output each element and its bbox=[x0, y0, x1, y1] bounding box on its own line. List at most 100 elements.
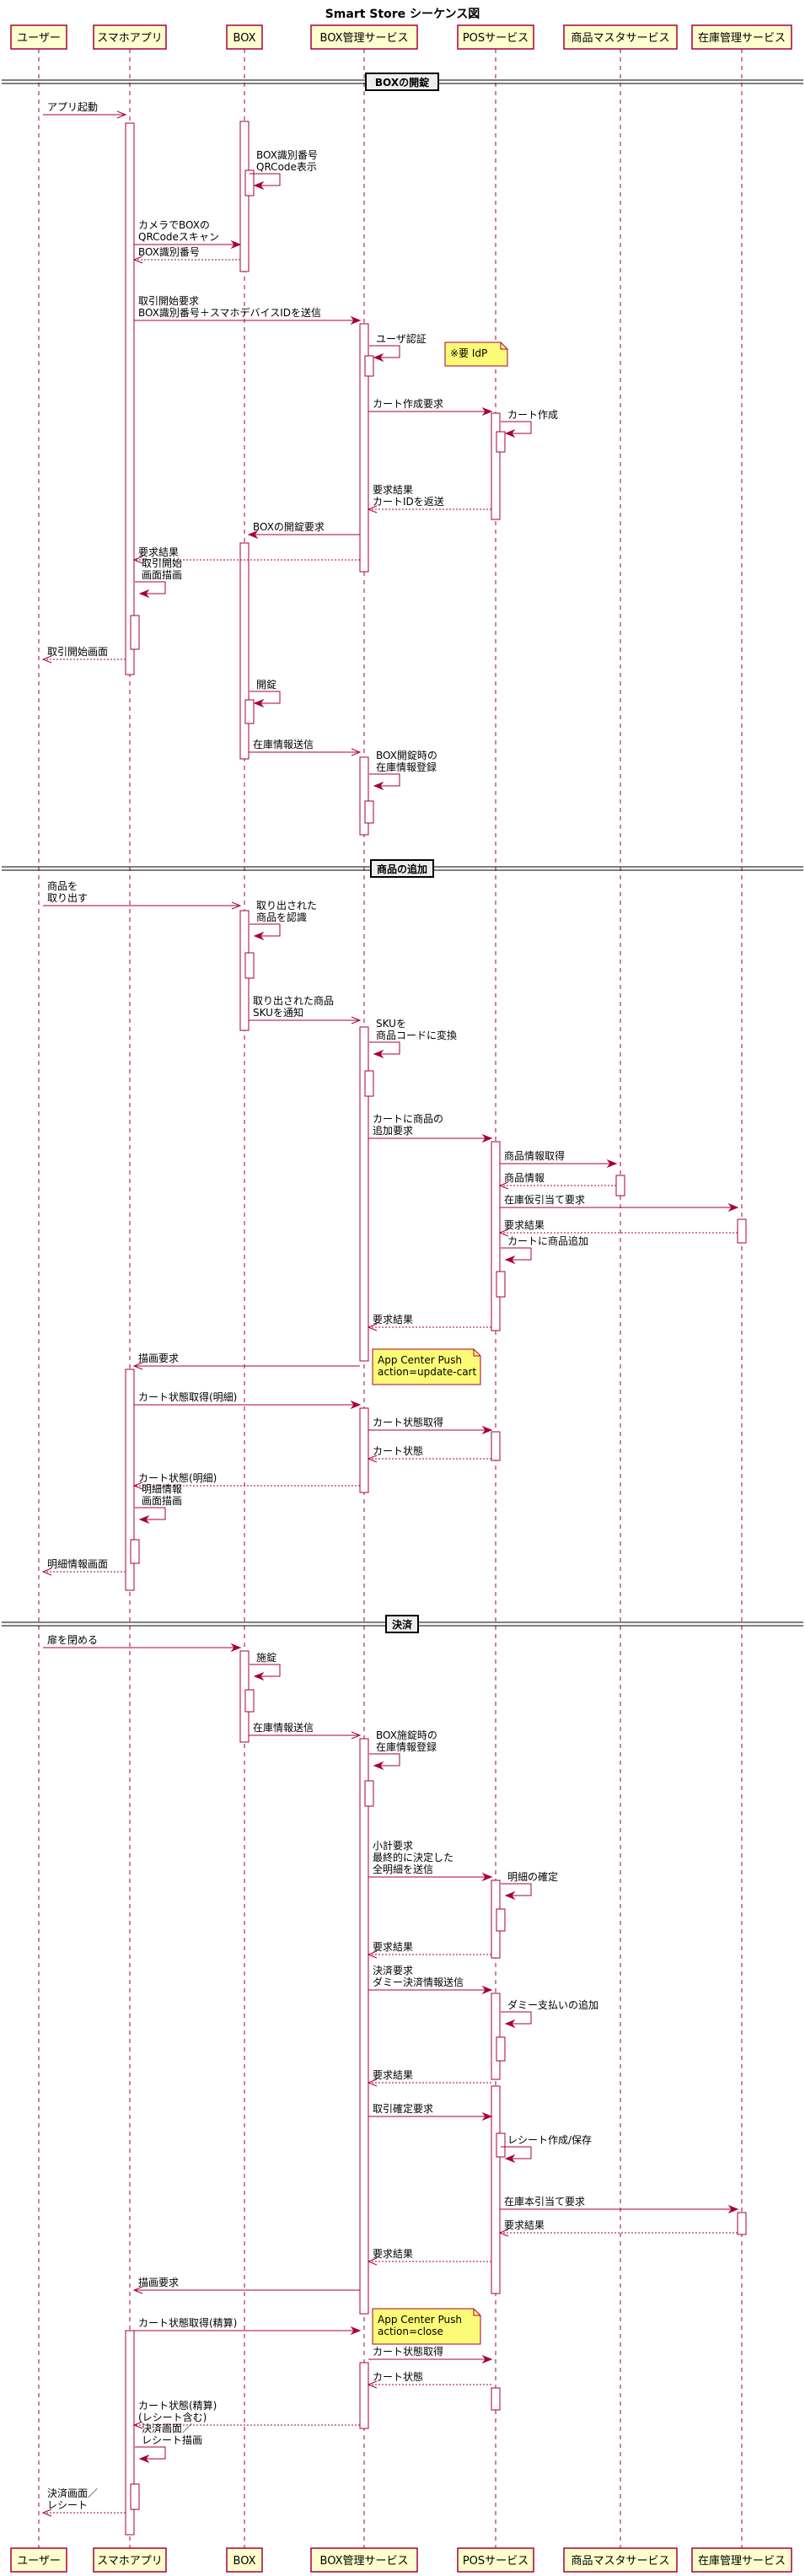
participant-user-box-top bbox=[10, 24, 67, 50]
message-label: 画面描画 bbox=[142, 1495, 182, 1507]
arrowhead bbox=[253, 698, 265, 708]
activation-bar bbox=[496, 1908, 506, 1932]
message-label: 取引開始画面 bbox=[47, 646, 108, 658]
message-40: 要求結果 bbox=[368, 1941, 491, 1955]
activation-bar bbox=[496, 1271, 506, 1298]
message-line bbox=[135, 2446, 166, 2460]
participant-pos-label-top: POSサービス bbox=[463, 32, 529, 45]
message-0: アプリ起動 bbox=[43, 101, 126, 116]
note-text: App Center Push bbox=[378, 2314, 462, 2326]
activation-bar bbox=[125, 1369, 135, 1591]
participant-stock-label-bottom: 在庫管理サービス bbox=[698, 2555, 786, 2568]
participant-app-label-bottom: スマホアプリ bbox=[97, 2555, 163, 2568]
message-label: 要求結果 bbox=[373, 2248, 413, 2260]
message-31: カート状態(明細) bbox=[134, 1471, 360, 1487]
message-3: BOX識別番号 bbox=[134, 246, 240, 261]
arrowhead bbox=[481, 1425, 493, 1435]
arrowhead bbox=[367, 1323, 378, 1331]
message-line bbox=[369, 1753, 400, 1767]
message-label: 取引開始 bbox=[142, 557, 182, 569]
message-label: レシート bbox=[47, 2499, 88, 2511]
message-label: カメラでBOXの bbox=[138, 219, 210, 231]
participant-box-box-bottom bbox=[226, 2547, 263, 2573]
message-label: カート作成 bbox=[507, 409, 558, 421]
message-line bbox=[501, 1883, 532, 1896]
arrowhead bbox=[138, 589, 150, 599]
message-label: BOX開錠時の bbox=[376, 749, 437, 761]
message-43: 要求結果 bbox=[368, 2069, 491, 2084]
note-2: App Center Push action=close bbox=[372, 2308, 481, 2345]
message-label: BOX識別番号 bbox=[138, 246, 200, 258]
message-line bbox=[501, 421, 532, 434]
message-54: 決済画面／レシート描画 bbox=[135, 2422, 202, 2460]
message-label: 施錠 bbox=[256, 1651, 276, 1664]
message-label: カート状態(明細) bbox=[138, 1471, 217, 1484]
arrowhead bbox=[367, 1950, 378, 1959]
message-label: BOXの開錠要求 bbox=[253, 520, 325, 533]
arrowhead bbox=[504, 2019, 516, 2029]
arrowhead bbox=[481, 1985, 493, 1995]
message-label: カートに商品追加 bbox=[507, 1234, 588, 1247]
participant-pos-box-bottom bbox=[457, 2547, 534, 2573]
arrowhead bbox=[351, 748, 362, 756]
divider-box bbox=[370, 859, 434, 878]
arrowhead bbox=[231, 901, 242, 910]
participant-stock-label-top: 在庫管理サービス bbox=[698, 32, 786, 45]
message-line bbox=[250, 173, 281, 186]
message-label: BOX識別番号＋スマホデバイスIDを送信 bbox=[138, 306, 321, 319]
message-5: ユーザ認証 bbox=[369, 332, 427, 358]
message-42: ダミー支払いの追加 bbox=[501, 1998, 598, 2025]
message-label: 要求結果 bbox=[504, 1219, 545, 1231]
participant-app-box-top bbox=[93, 24, 167, 50]
activation-bar bbox=[491, 2387, 501, 2411]
arrowhead bbox=[350, 1400, 362, 1410]
message-21: 商品情報取得 bbox=[500, 1149, 616, 1164]
message-label: 商品情報取得 bbox=[504, 1149, 565, 1162]
note-box bbox=[444, 341, 508, 367]
message-label: 決済画面／ bbox=[142, 2422, 192, 2434]
message-label: カート状態取得 bbox=[373, 2345, 443, 2358]
message-label: 要求結果 bbox=[373, 2069, 413, 2081]
message-label: 全明細を送信 bbox=[373, 1863, 433, 1875]
divider-label: 商品の追加 bbox=[377, 863, 427, 875]
message-label: 決済要求 bbox=[373, 1964, 413, 1976]
arrowhead bbox=[230, 239, 242, 250]
message-label: カート状態取得 bbox=[373, 1416, 443, 1428]
activation-bar bbox=[615, 1175, 625, 1197]
arrowhead bbox=[504, 2154, 516, 2164]
activation-bar bbox=[491, 1431, 501, 1461]
arrowhead bbox=[132, 255, 143, 264]
arrowhead bbox=[727, 1202, 739, 1213]
message-27: 描画要求 bbox=[134, 1353, 360, 1367]
message-label: カート状態 bbox=[373, 1444, 423, 1457]
message-label: 明細情報 bbox=[142, 1483, 182, 1495]
diagram-title: Smart Store シーケンス図 bbox=[325, 8, 480, 21]
message-line bbox=[250, 691, 281, 704]
activation-bar bbox=[364, 800, 374, 824]
message-label: 取り出された bbox=[256, 900, 317, 912]
activation-bar bbox=[496, 431, 506, 453]
message-label: レシート描画 bbox=[142, 2434, 202, 2446]
participant-user-label-top: ユーザー bbox=[17, 32, 61, 45]
message-34: 扉を閉める bbox=[43, 1634, 240, 1648]
arrowhead bbox=[481, 1872, 493, 1882]
message-38: 小計要求 最終的に決定した 全明細を送信 bbox=[368, 1839, 491, 1878]
arrowhead bbox=[132, 556, 143, 564]
message-23: 在庫仮引当て要求 bbox=[500, 1194, 738, 1208]
message-label: 扉を閉める bbox=[47, 1634, 98, 1646]
arrowhead bbox=[367, 2257, 378, 2266]
message-line bbox=[501, 2011, 532, 2025]
note-text: action=close bbox=[378, 2326, 443, 2337]
participant-stock-box-bottom bbox=[691, 2547, 792, 2573]
message-line bbox=[369, 1041, 400, 1055]
participant-pos-box-top bbox=[457, 24, 534, 50]
message-6: カート作成要求 bbox=[368, 398, 491, 412]
participant-boxmgr-label-bottom: BOX管理サービス bbox=[320, 2555, 409, 2568]
activation-bar bbox=[737, 2212, 747, 2235]
